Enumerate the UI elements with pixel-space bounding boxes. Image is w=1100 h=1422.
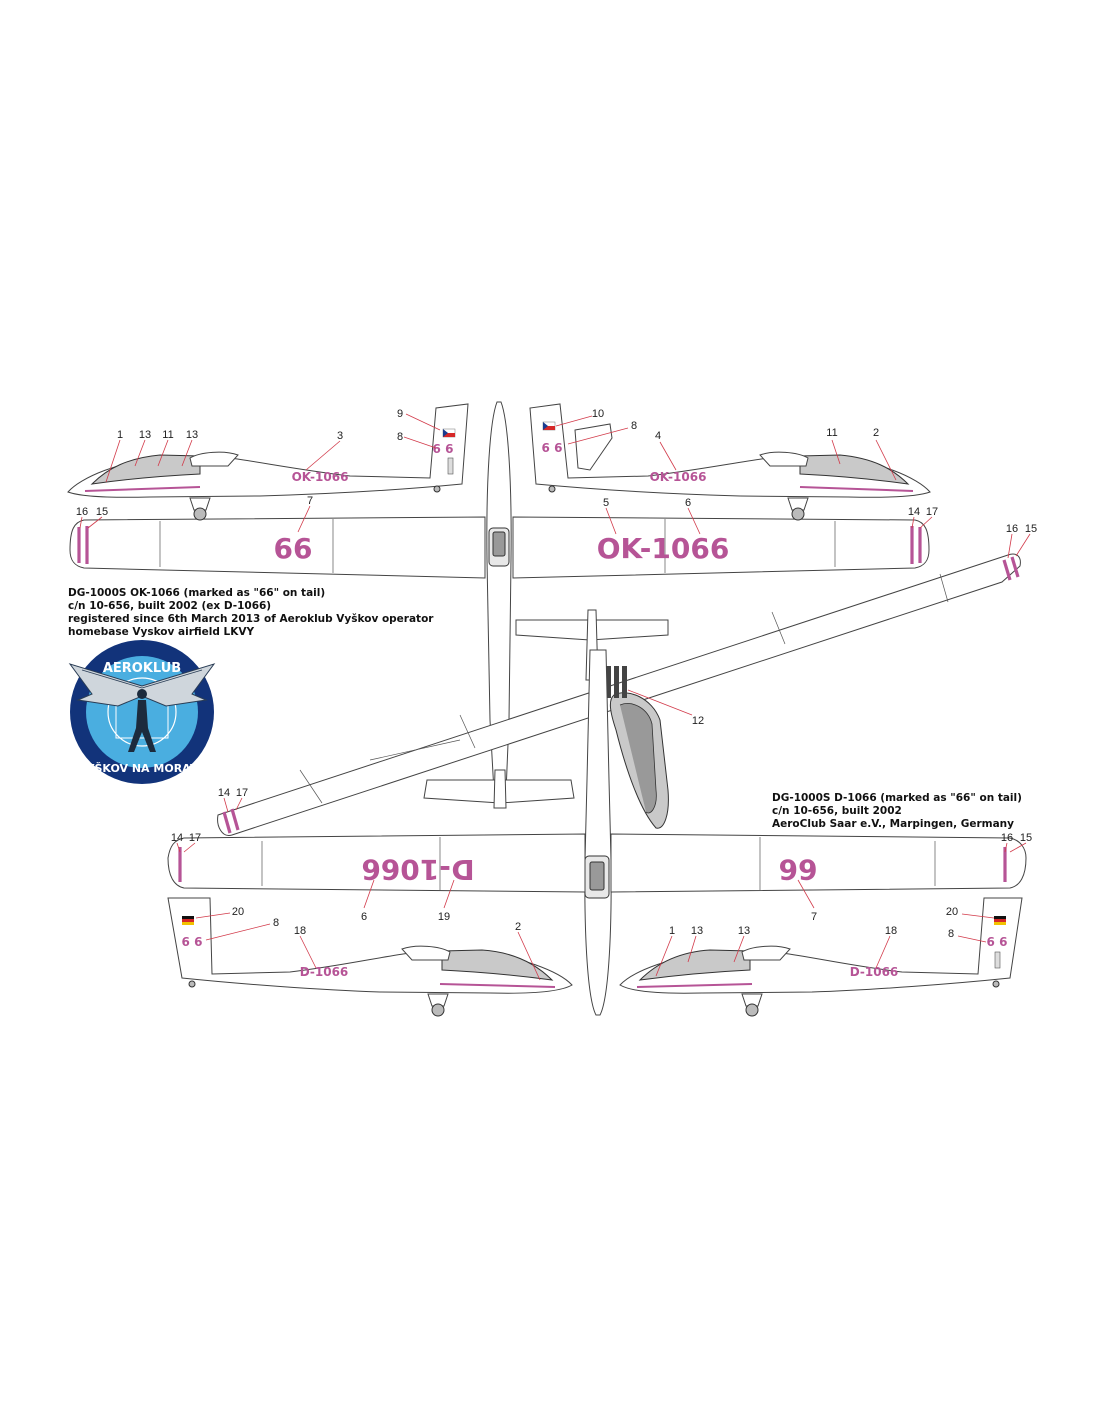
callout-4-tr: 4	[655, 430, 661, 442]
callout-14-tw: 14	[908, 506, 920, 518]
fuselage-reg-ok-right: OK-1066	[650, 470, 707, 484]
caption-d-line-3: AeroClub Saar e.V., Marpingen, Germany	[772, 818, 1014, 830]
glider-side-view-ok-left: 6 6 OK-1066	[67, 403, 469, 521]
callout-15-tw: 15	[96, 506, 108, 518]
glider-side-view-ok-right: 6 6 OK-1066	[529, 403, 931, 521]
logo-top-text: AEROKLUB	[103, 661, 181, 676]
callout-1-br: 1	[669, 925, 675, 937]
aeroklub-logo: AEROKLUB VYŠKOV NA MORAVĚ	[68, 640, 216, 784]
glider-top-view-upper	[423, 401, 575, 809]
top-wing-tail-code: 66	[274, 532, 313, 565]
bottom-wing-registration: D-1066	[361, 853, 474, 886]
callout-16-dw: 16	[1006, 523, 1018, 535]
fuselage-reg-d-left: D-1066	[300, 965, 349, 979]
callout-14-dw: 14	[218, 787, 230, 799]
callout-6-bw: 6	[361, 911, 367, 923]
callout-6-tw: 6	[685, 497, 691, 509]
caption-d1066: DG-1000S D-1066 (marked as "66" on tail)…	[772, 792, 1022, 831]
tail-digits-ok-left: 6 6	[433, 442, 454, 456]
wing-bottom-d1066: D-1066 66	[167, 833, 1027, 893]
callouts-bottom-left-side: 20 8 18 2	[195, 906, 541, 981]
tail-digits-ok-right: 6 6	[542, 441, 563, 455]
caption-d-line-2: c/n 10-656, built 2002	[772, 805, 902, 817]
callout-18-bl: 18	[294, 925, 306, 937]
callout-8-bl: 8	[273, 917, 279, 929]
vitruvian-bird-man-emblem	[68, 663, 216, 752]
callout-11-tr: 11	[826, 427, 837, 439]
callout-7-bw: 7	[811, 911, 817, 923]
callout-16-bw: 16	[1001, 832, 1013, 844]
logo-bottom-text: VYŠKOV NA MORAVĚ	[78, 762, 206, 775]
callout-7-tw: 7	[307, 495, 313, 507]
callout-13-br-a: 13	[691, 925, 703, 937]
callout-19-bw: 19	[438, 911, 450, 923]
caption-ok-line-3: registered since 6th March 2013 of Aerok…	[68, 613, 434, 625]
callout-18-br: 18	[885, 925, 897, 937]
bottom-wing-tail-code: 66	[779, 853, 818, 886]
tail-digits-d-left: 6 6	[182, 935, 203, 949]
callout-5-tw: 5	[603, 497, 609, 509]
caption-ok-line-2: c/n 10-656, built 2002 (ex D-1066)	[68, 600, 272, 612]
fuselage-reg-ok-left: OK-1066	[292, 470, 349, 484]
caption-d-line-1: DG-1000S D-1066 (marked as "66" on tail)	[772, 792, 1022, 804]
callout-12-dw: 12	[692, 715, 704, 727]
callout-9-tl: 9	[397, 408, 403, 420]
callout-2-bl: 2	[515, 921, 521, 933]
tail-digits-d-right: 6 6	[987, 935, 1008, 949]
caption-ok-line-1: DG-1000S OK-1066 (marked as "66" on tail…	[68, 587, 326, 599]
callout-20-br: 20	[946, 906, 958, 918]
callouts-top-wing: 16 15 7 5 6 14 17	[76, 495, 938, 535]
callout-11-tl: 11	[162, 429, 173, 441]
callout-17-tw: 17	[926, 506, 938, 518]
rudder-stripes-decal	[606, 666, 627, 698]
callout-16-tw: 16	[76, 506, 88, 518]
callout-15-dw: 15	[1025, 523, 1037, 535]
caption-ok1066: DG-1000S OK-1066 (marked as "66" on tail…	[68, 587, 433, 639]
callout-14-bw: 14	[171, 832, 183, 844]
callout-20-bl: 20	[232, 906, 244, 918]
callout-15-bw: 15	[1020, 832, 1032, 844]
glider-side-view-d-right: 6 6 D-1066	[619, 897, 1023, 1017]
top-wing-registration: OK-1066	[597, 532, 730, 565]
callouts-top-right-side: 10 8 4 11 2	[555, 408, 897, 481]
callout-8-br: 8	[948, 928, 954, 940]
glider-side-view-d-left: 6 6 D-1066	[167, 897, 573, 1017]
callout-2-tr: 2	[873, 427, 879, 439]
glider-bottom-view	[584, 649, 612, 1016]
caption-ok-line-4: homebase Vyskov airfield LKVY	[68, 626, 255, 638]
callouts-bottom-right-side: 1 13 13 18 20 8	[655, 906, 995, 977]
callouts-top-left-side: 1 13 11 13 3 9 8	[105, 408, 441, 483]
callout-17-bw: 17	[189, 832, 201, 844]
callout-13-tl-b: 13	[186, 429, 198, 441]
fuselage-reg-d-right: D-1066	[850, 965, 899, 979]
callout-10-tr: 10	[592, 408, 604, 420]
wing-diagonal-view	[217, 553, 1021, 836]
wing-top-ok1066: 66 OK-1066	[69, 516, 930, 579]
callout-13-br-b: 13	[738, 925, 750, 937]
callouts-diagonal-wing: 16 15 14 17 12	[218, 523, 1037, 813]
callout-8-tl: 8	[397, 431, 403, 443]
callout-3-tl: 3	[337, 430, 343, 442]
callout-17-dw: 17	[236, 787, 248, 799]
callout-8-tr: 8	[631, 420, 637, 432]
callout-13-tl-a: 13	[139, 429, 151, 441]
callout-1-tl: 1	[117, 429, 123, 441]
callouts-bottom-wing: 14 17 6 19 7 16 15	[171, 832, 1032, 923]
